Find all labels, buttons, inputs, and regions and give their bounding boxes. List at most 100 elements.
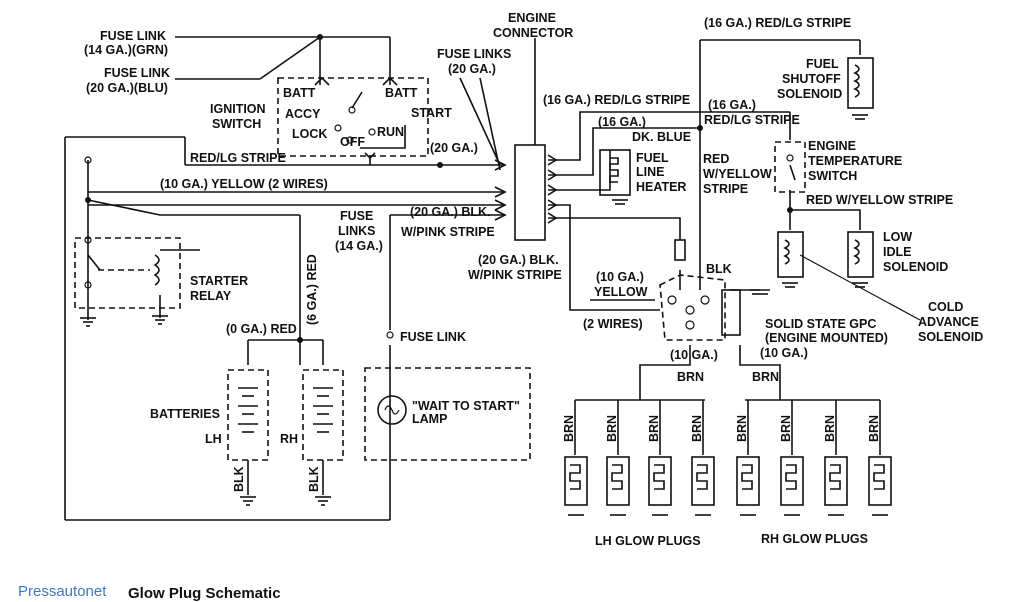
ga0-red-label: (0 GA.) RED xyxy=(226,322,297,336)
rh-battery-label: RH xyxy=(280,432,298,446)
starter-relay-label-1: STARTER xyxy=(190,274,248,288)
red-lg-16-mid-label: (16 GA.) RED/LG STRIPE xyxy=(543,93,690,107)
starter-relay xyxy=(74,156,181,327)
red-yellow-label-2: W/YELLOW xyxy=(703,167,772,181)
batteries xyxy=(227,369,344,506)
watermark: Pressautonet xyxy=(18,583,107,600)
batt-label-1: BATT xyxy=(283,86,316,100)
red-lg-16-top-label: (16 GA.) RED/LG STRIPE xyxy=(704,16,851,30)
red-lg-stripe-left-label: RED/LG STRIPE xyxy=(190,151,286,165)
low-idle-label-2: IDLE xyxy=(883,245,911,259)
ga10-left-label: (10 GA.) xyxy=(670,348,718,362)
wiring xyxy=(64,36,921,521)
brn-right-label: BRN xyxy=(752,370,779,384)
ignition-switch xyxy=(277,76,429,160)
start-label: START xyxy=(411,106,452,120)
dk-blue-label: DK. BLUE xyxy=(632,130,691,144)
fuse-links-14-label-3: (14 GA.) xyxy=(335,239,383,253)
brn-label-6: BRN xyxy=(779,415,793,442)
engine-temp-label-2: TEMPERATURE xyxy=(808,154,902,168)
blk-right-label: BLK xyxy=(307,466,321,492)
fuse-link-14-label: FUSE LINK xyxy=(100,29,166,43)
off-label: OFF xyxy=(340,135,365,149)
blk-pink-mid-label-1: (20 GA.) BLK. xyxy=(478,253,559,267)
ignition-label-1: IGNITION xyxy=(210,102,266,116)
fuel-shutoff-label-1: FUEL xyxy=(806,57,839,71)
blk-pink-top-label-1: (20 GA.) BLK. xyxy=(410,205,491,219)
yellow-2-wires-label: (10 GA.) YELLOW (2 WIRES) xyxy=(160,177,328,191)
brn-label-5: BRN xyxy=(735,415,749,442)
ga16-a-label: (16 GA.) xyxy=(598,115,646,129)
wait-to-start-label-2: LAMP xyxy=(412,412,447,426)
fuse-link-arrows xyxy=(459,77,507,221)
ga16-b-label: (16 GA.) xyxy=(708,98,756,112)
cold-advance-solenoid xyxy=(777,231,804,288)
cold-advance-label-1: COLD xyxy=(928,300,963,314)
engine-connector-label-2: CONNECTOR xyxy=(493,26,573,40)
fuse-link-20-gauge: (20 GA.)(BLU) xyxy=(86,81,168,95)
ga20-left-label: (20 GA.) xyxy=(430,141,478,155)
fuse-link-20-label: FUSE LINK xyxy=(104,66,170,80)
footer: Pressautonet Glow Plug Schematic xyxy=(18,583,438,602)
red-w-yellow-stripe-label: RED W/YELLOW STRIPE xyxy=(806,193,953,207)
fuse-links-20-label-1: FUSE LINKS xyxy=(437,47,511,61)
run-label: RUN xyxy=(377,125,404,139)
batt-label-2: BATT xyxy=(385,86,418,100)
brn-label-1: BRN xyxy=(562,415,576,442)
ignition-label-2: SWITCH xyxy=(212,117,261,131)
engine-temp-label-1: ENGINE xyxy=(808,139,856,153)
engine-connector-label-1: ENGINE xyxy=(508,11,556,25)
fuel-shutoff-solenoid xyxy=(847,57,874,120)
wait-to-start-label-1: "WAIT TO START" xyxy=(412,399,520,413)
gpc-label-1: SOLID STATE GPC xyxy=(765,317,876,331)
cold-advance-label-2: ADVANCE xyxy=(918,315,979,329)
blk-pink-top-label-2: W/PINK STRIPE xyxy=(401,225,495,239)
blk-pink-mid-label-2: W/PINK STRIPE xyxy=(468,268,562,282)
fuel-line-heater-label-3: HEATER xyxy=(636,180,686,194)
brn-label-3: BRN xyxy=(647,415,661,442)
solid-state-gpc xyxy=(659,239,770,341)
ga10-yellow-label-1: (10 GA.) xyxy=(596,270,644,284)
batteries-label: BATTERIES xyxy=(150,407,220,421)
brn-label-2: BRN xyxy=(605,415,619,442)
fuse-link-14-gauge: (14 GA.)(GRN) xyxy=(84,43,168,57)
gpc-label-2: (ENGINE MOUNTED) xyxy=(765,331,888,345)
brn-left-label: BRN xyxy=(677,370,704,384)
lh-glow-plugs-label: LH GLOW PLUGS xyxy=(595,534,701,548)
cold-advance-label-3: SOLENOID xyxy=(918,330,983,344)
fuel-shutoff-label-2: SHUTOFF xyxy=(782,72,841,86)
two-wires-label: (2 WIRES) xyxy=(583,317,643,331)
junction-dots xyxy=(85,34,793,343)
ga6-red-label: (6 GA.) RED xyxy=(305,254,319,325)
starter-relay-label-2: RELAY xyxy=(190,289,232,303)
accy-label: ACCY xyxy=(285,107,321,121)
fuse-links-20-label-2: (20 GA.) xyxy=(448,62,496,76)
brn-label-4: BRN xyxy=(690,415,704,442)
rh-glow-plugs-label: RH GLOW PLUGS xyxy=(761,532,868,546)
engine-temp-label-3: SWITCH xyxy=(808,169,857,183)
fuel-line-heater xyxy=(599,149,631,205)
glow-plugs xyxy=(564,456,892,516)
fuse-links-14-label-1: FUSE xyxy=(340,209,373,223)
ga10-yellow-label-2: YELLOW xyxy=(594,285,648,299)
low-idle-label-1: LOW xyxy=(883,230,912,244)
brn-label-8: BRN xyxy=(867,415,881,442)
red-lg-stripe-b-label: RED/LG STRIPE xyxy=(704,113,800,127)
ga10-right-label: (10 GA.) xyxy=(760,346,808,360)
blk-gpc-label: BLK xyxy=(706,262,732,276)
fuse-links-14-label-2: LINKS xyxy=(338,224,376,238)
low-idle-solenoid xyxy=(847,231,874,288)
fuse-link-lamp-label: FUSE LINK xyxy=(400,330,466,344)
schematic-caption: Glow Plug Schematic xyxy=(128,585,281,602)
fuel-line-heater-label-2: LINE xyxy=(636,165,664,179)
engine-connector xyxy=(514,38,558,241)
labels: FUSE LINK (14 GA.)(GRN) FUSE LINK (20 GA… xyxy=(84,11,983,548)
lock-label: LOCK xyxy=(292,127,327,141)
fuel-line-heater-label-1: FUEL xyxy=(636,151,669,165)
lh-battery-label: LH xyxy=(205,432,222,446)
wait-to-start-lamp xyxy=(364,331,531,461)
low-idle-label-3: SOLENOID xyxy=(883,260,948,274)
fuel-shutoff-label-3: SOLENOID xyxy=(777,87,842,101)
engine-temperature-switch xyxy=(774,141,806,193)
